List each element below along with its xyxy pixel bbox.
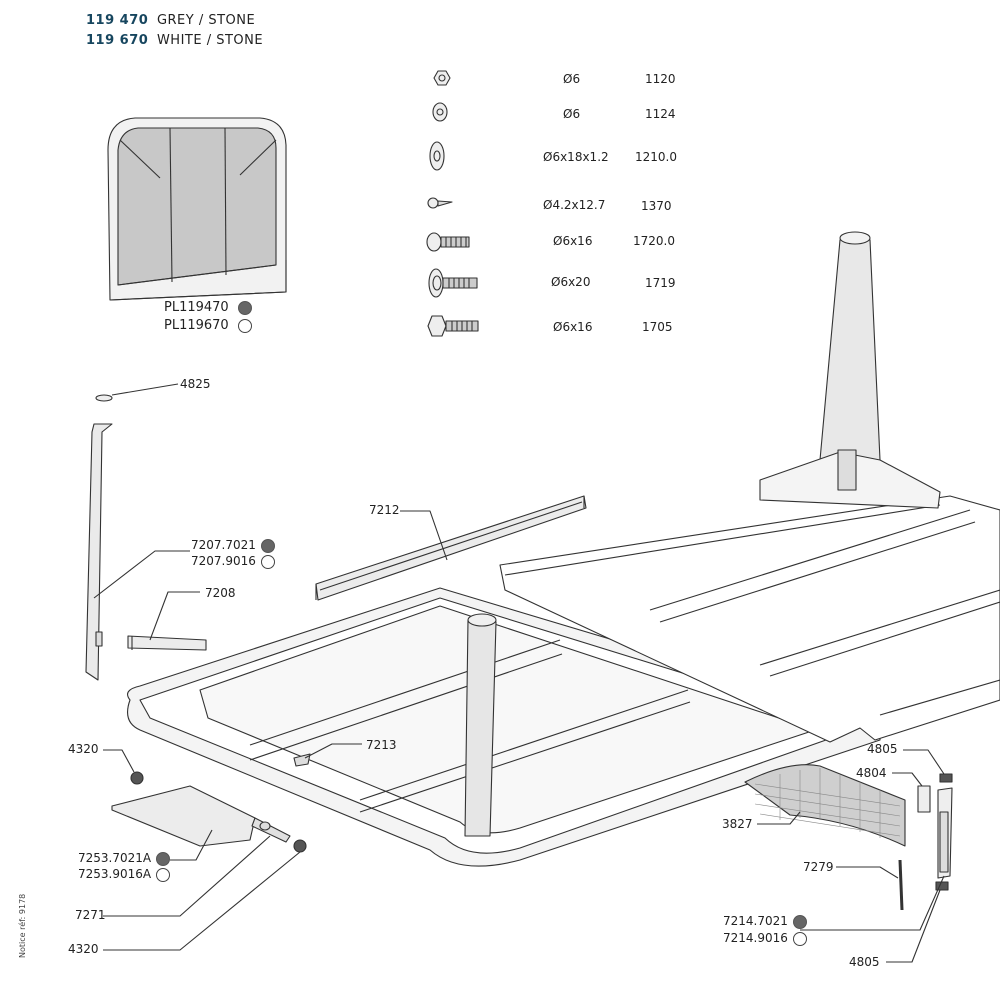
cap-4320-top	[130, 771, 144, 785]
part-label-7253-white: 7253.9016A	[78, 867, 171, 882]
part-code: 7214.9016	[723, 931, 788, 945]
part-label-7214-white: 7214.9016	[723, 931, 807, 946]
product-line-white: 119 670 WHITE / STONE	[86, 33, 263, 48]
notice-reference: Notice réf: 9178	[18, 893, 27, 958]
part-label-7208: 7208	[205, 586, 236, 600]
part-code: 7253.9016A	[78, 867, 152, 881]
part-label-7279: 7279	[803, 860, 834, 874]
hardware-ref: 1124	[645, 107, 676, 121]
hardware-size: Ø6x20	[551, 275, 591, 289]
product-code: 119 670	[86, 33, 149, 48]
white-swatch	[156, 867, 171, 882]
part-label-7207-white: 7207.9016	[191, 554, 275, 569]
clamp-4804	[917, 785, 931, 813]
wood-screw-icon	[427, 197, 453, 209]
part-code: 7214.7021	[723, 914, 788, 928]
white-swatch	[260, 554, 275, 569]
shelf-7253	[111, 785, 291, 847]
flange-nut-icon	[432, 102, 448, 122]
product-line-grey: 119 470 GREY / STONE	[86, 13, 255, 28]
part-label-4805-bottom: 4805	[849, 955, 880, 969]
part-code: 7207.7021	[191, 538, 256, 552]
part-label-7271: 7271	[75, 908, 106, 922]
part-label-3827: 3827	[722, 817, 753, 831]
hardware-ref: 1719	[645, 276, 676, 290]
part-label-7207-grey: 7207.7021	[191, 538, 275, 553]
hardware-size: Ø6	[563, 107, 581, 121]
part-label-4805-top: 4805	[867, 742, 898, 756]
white-swatch	[237, 318, 252, 333]
cap-4805-top	[939, 773, 953, 783]
part-label-7253-grey: 7253.7021A	[78, 851, 171, 866]
flange-bolt-icon	[427, 315, 479, 337]
grey-swatch	[237, 300, 252, 315]
rod-7279	[898, 859, 904, 911]
bracket-7208	[127, 635, 207, 651]
part-label-7212: 7212	[369, 503, 400, 517]
part-label-7214-grey: 7214.7021	[723, 914, 807, 929]
grey-swatch	[156, 851, 171, 866]
leg-cover-7207	[85, 423, 113, 681]
hardware-size: Ø6x16	[553, 234, 593, 248]
hardware-ref: 1705	[642, 320, 673, 334]
net-post-7214	[937, 787, 953, 879]
hardware-size: Ø6x18x1.2	[543, 150, 609, 164]
table-top-panel	[107, 117, 287, 301]
hardware-size: Ø4.2x12.7	[543, 198, 606, 212]
cap-4825	[95, 394, 113, 402]
grey-swatch	[792, 914, 807, 929]
part-label-7213: 7213	[366, 738, 397, 752]
hardware-icons	[426, 70, 479, 337]
part-label-4320-bottom: 4320	[68, 942, 99, 956]
hardware-size: Ø6	[563, 72, 581, 86]
hardware-size: Ø6x16	[553, 320, 593, 334]
panel-ref-grey: PL119470	[164, 300, 252, 315]
button-bolt-icon	[426, 232, 470, 252]
rail-7212	[315, 495, 587, 601]
hardware-ref: 1370	[641, 199, 672, 213]
part-code: 7207.9016	[191, 554, 256, 568]
product-variant: GREY / STONE	[156, 13, 256, 28]
white-swatch	[792, 931, 807, 946]
washer-bolt-icon	[428, 268, 478, 298]
panel-ref-white: PL119670	[164, 318, 252, 333]
panel-ref-code: PL119670	[164, 318, 229, 333]
part-code: 7253.7021A	[78, 851, 152, 865]
product-variant: WHITE / STONE	[156, 33, 264, 48]
cap-4805-bottom	[935, 881, 949, 891]
grey-swatch	[260, 538, 275, 553]
main-frame	[127, 231, 1000, 867]
part-label-4804: 4804	[856, 766, 887, 780]
hardware-ref: 1120	[645, 72, 676, 86]
product-code: 119 470	[86, 13, 149, 28]
hardware-ref: 1210.0	[635, 150, 677, 164]
net-3827	[744, 764, 906, 847]
cap-4320-bottom	[293, 839, 307, 853]
part-label-4825: 4825	[180, 377, 211, 391]
part-label-4320-top: 4320	[68, 742, 99, 756]
hex-nut-icon	[433, 70, 451, 86]
hardware-ref: 1720.0	[633, 234, 675, 248]
panel-ref-code: PL119470	[164, 300, 229, 315]
washer-icon	[429, 141, 445, 171]
